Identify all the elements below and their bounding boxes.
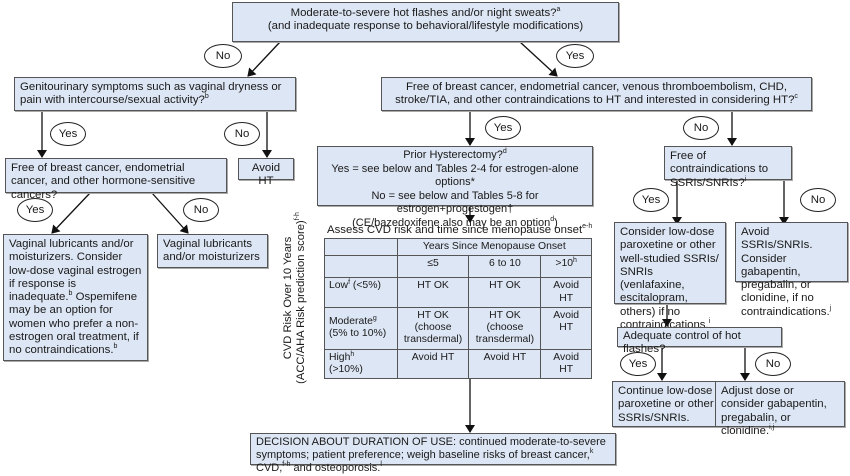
edge-label-no: No [755,352,791,376]
table-row: Moderateg(5% to 10%) HT OK (choose trans… [324,306,592,350]
ssri-contraindications-question-box: Free of contraindications to SSRIs/SNRIs… [664,146,792,189]
row-label-moderate: Moderateg(5% to 10%) [324,306,398,350]
table-cell: Avoid HT [468,348,542,380]
years-since-menopause-header: Years Since Menopause Onset [396,237,593,257]
cvd-table-caption: Assess CVD risk and time since menopause… [327,223,593,236]
table-cell: HT OK [396,277,470,308]
table-row: Lowf (<5%) HT OK HT OK Avoid HT [324,277,592,308]
table-cell: Avoid HT [540,277,592,308]
arrow-root-to-genitourinary [247,41,281,77]
vaginal-lubricants-box: Vaginal lubricants and/or moisturizers [157,234,268,268]
continue-paroxetine-box: Continue low-dose paroxetine or other SS… [612,381,720,427]
root-question-line1: Moderate-to-severe hot flashes and/or ni… [290,7,557,19]
root-question-box: Moderate-to-severe hot flashes and/or ni… [232,2,619,42]
root-question-line2: (and inadequate response to behavioral/l… [267,20,584,33]
edge-label-no: No [224,122,260,146]
edge-label-yes: Yes [17,198,53,222]
duration-decision-box: DECISION ABOUT DURATION OF USE: continue… [250,433,616,474]
arrow-hormone-yes [51,192,91,234]
edge-label-yes: Yes [633,188,669,212]
table-header-row: Years Since Menopause Onset [324,237,593,257]
row-label-low: Lowf (<5%) [324,277,398,308]
avoid-ht-box: Avoid HT [238,158,294,187]
edge-label-no: No [204,44,242,68]
edge-label-no: No [683,116,719,140]
table-cell: Avoid HT [396,348,470,380]
adequate-control-question-box: Adequate control of hot flashes? [617,327,782,355]
edge-label-yes: Yes [50,122,86,146]
column-header: >10h [540,255,592,279]
table-cell: Avoid HT [540,306,592,350]
arrow-hormone-no [151,192,189,234]
genitourinary-question-box: Genitourinary symptoms such as vaginal d… [14,77,296,111]
prior-hysterectomy-box: Prior Hysterectomy?d Yes = see below and… [317,146,593,229]
column-header: ≤5 [396,255,470,279]
edge-label-yes: Yes [620,352,656,376]
consider-paroxetine-box: Consider low-dose paroxetine or other we… [614,222,726,331]
cvd-risk-axis-label: CVD Risk Over 10 Years (ACC/AHA Risk pre… [282,212,307,384]
table-cell: HT OK (choose transdermal) [396,306,470,350]
edge-label-no: No [183,198,219,222]
column-header: 6 to 10 [468,255,542,279]
ht-contraindications-question-box: Free of breast cancer, endometrial cance… [381,77,812,111]
table-row: Highh(>10%) Avoid HT Avoid HT Avoid HT [324,348,592,380]
row-label-high: Highh(>10%) [324,348,398,380]
vaginal-estrogen-box: Vaginal lubricants and/or moisturizers. … [3,234,148,361]
table-cell: HT OK (choose transdermal) [468,306,542,350]
edge-label-yes: Yes [485,116,521,140]
arrow-root-to-contraindications [519,41,558,77]
hormone-sensitive-cancers-question-box: Free of breast cancer, endometrial cance… [5,158,227,201]
table-column-row: ≤5 6 to 10 >10h [324,255,592,279]
table-cell: HT OK [468,277,542,308]
adjust-dose-box: Adjust dose or consider gabapentin, preg… [715,381,845,437]
avoid-ssri-box: Avoid SSRIs/SNRIs. Consider gabapentin, … [735,222,848,318]
edge-label-no: No [800,188,836,212]
cvd-risk-table: Years Since Menopause Onset ≤5 6 to 10 >… [324,237,593,380]
table-cell: Avoid HT [540,348,592,380]
edge-label-yes: Yes [556,44,594,68]
